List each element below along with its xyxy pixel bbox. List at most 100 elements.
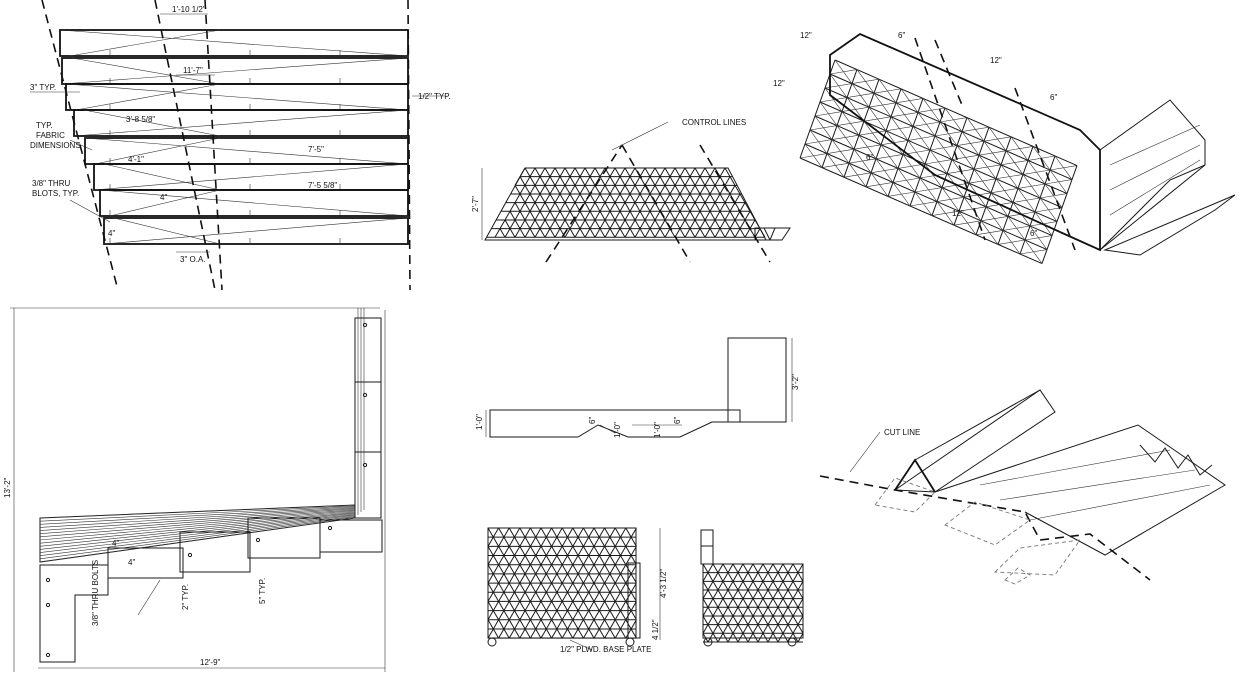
grid-line	[634, 211, 641, 221]
iso-diagonal	[907, 135, 936, 141]
grid-line	[569, 193, 576, 203]
grid-line	[498, 592, 505, 602]
grid-line	[508, 536, 515, 547]
iso-diagonal	[917, 107, 946, 113]
grid-line	[767, 607, 774, 617]
dim-4-top: 4"	[112, 539, 119, 548]
grid-line	[551, 536, 558, 547]
iso-diagonal	[809, 125, 838, 131]
grid-line	[514, 564, 521, 575]
grid-line	[629, 176, 636, 186]
grid-line	[593, 527, 600, 538]
side-triangle-grid	[702, 563, 804, 643]
grid-line	[727, 615, 734, 625]
grid-line	[529, 564, 537, 575]
iso-diagonal	[914, 187, 943, 193]
grid-line	[514, 211, 521, 221]
dim-2-7: 2'-7"	[471, 196, 480, 212]
grid-line	[654, 167, 661, 177]
grid-line	[503, 610, 510, 621]
grid-line	[744, 211, 751, 221]
grid-line	[539, 193, 546, 203]
control-line	[204, 0, 223, 291]
grid-line	[572, 536, 579, 547]
grid-line	[604, 582, 611, 593]
grid-line	[604, 228, 611, 238]
grid-line	[556, 582, 563, 593]
grid-line	[619, 228, 626, 238]
grid-line	[604, 202, 611, 212]
grid-line	[561, 564, 568, 575]
grid-line	[797, 581, 804, 591]
grid-line	[702, 581, 709, 591]
grid-line	[593, 582, 600, 593]
grid-line	[717, 624, 724, 634]
grid-line	[634, 193, 641, 203]
grid-line	[574, 167, 581, 177]
grid-line	[503, 573, 510, 584]
isometric-panel-view: 12" 12" 6" 12" 6" 6" 12" 6"	[773, 31, 1236, 265]
grid-line	[508, 601, 515, 611]
grid-line	[564, 167, 571, 177]
grid-line	[649, 176, 656, 186]
grid-line	[567, 610, 574, 621]
grid-line	[564, 219, 571, 229]
grid-line	[524, 228, 531, 238]
iso-diagonal	[1012, 197, 1041, 203]
grid-line	[679, 228, 686, 238]
grid-line	[639, 211, 646, 221]
wing-line	[1109, 159, 1201, 216]
iso-wing-edge	[1099, 164, 1206, 251]
grid-line	[762, 572, 769, 582]
grid-line	[519, 610, 526, 621]
grid-line	[551, 610, 558, 621]
grid-line	[498, 619, 505, 630]
grid-line	[674, 167, 681, 177]
grid-line	[777, 589, 784, 599]
grid-line	[679, 202, 686, 212]
width-12-9: 12'-9"	[200, 658, 221, 667]
grid-line	[514, 592, 521, 602]
grid-line	[674, 219, 681, 229]
dim-1-0-mid: 1'-0"	[613, 422, 622, 438]
leader	[611, 121, 669, 151]
typ-3-label: 3" TYP.	[30, 83, 56, 92]
grid-line	[535, 628, 542, 639]
profile-section-view: 1'-0" 1'-0" 1'-0" 6" 6" 3'-2"	[475, 337, 800, 438]
grid-line	[699, 219, 706, 229]
grid-line	[614, 527, 621, 538]
iso-diagonal	[980, 216, 1009, 222]
grid-line	[669, 176, 676, 186]
grid-line	[707, 615, 714, 625]
iso-diagonal	[997, 239, 1026, 245]
grid-line	[679, 176, 686, 186]
control-line	[914, 37, 986, 241]
grid-line	[727, 624, 734, 634]
grid-line	[737, 581, 744, 591]
grid-line	[722, 624, 729, 634]
grid-line	[584, 185, 591, 195]
grid-line	[724, 219, 731, 229]
grid-line	[599, 211, 606, 221]
bolt	[362, 392, 368, 398]
grid-line	[664, 202, 671, 212]
board-elevation-view: 1'-10 1/2" 11'-7" 3" TYP. 1/2" TYP. 3'-8…	[30, 0, 451, 291]
grid-line	[732, 581, 739, 591]
grid-line	[727, 563, 734, 573]
iso-diagonal	[821, 162, 850, 168]
grid-line	[492, 619, 500, 630]
grid-line	[644, 176, 651, 186]
grid-line	[709, 176, 716, 186]
grid-line	[620, 573, 627, 584]
grid-line	[620, 601, 627, 611]
iso-diagonal	[1039, 193, 1068, 199]
iso-diagonal	[851, 78, 880, 84]
grid-line	[487, 592, 494, 602]
grid-line	[684, 185, 691, 195]
grid-line	[747, 563, 754, 573]
grid-line	[498, 536, 505, 547]
grid-line	[694, 228, 701, 238]
grid-line	[577, 592, 584, 602]
front-triangle-grid	[487, 527, 637, 639]
bolt	[362, 322, 368, 328]
